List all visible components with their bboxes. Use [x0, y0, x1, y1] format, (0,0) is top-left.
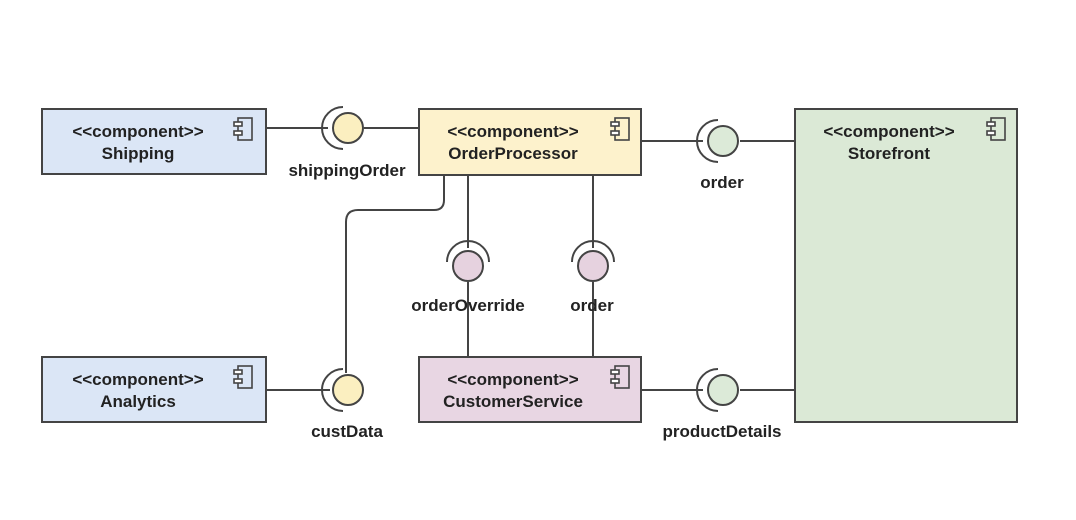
component-name: Analytics: [100, 392, 176, 411]
interface-shippingorder[interactable]: shippingOrder: [288, 106, 406, 180]
component-stereotype: <<component>>: [447, 122, 578, 141]
component-icon: [610, 365, 630, 389]
component-box: [418, 108, 642, 176]
component-icon: [233, 117, 253, 141]
interface-custdata[interactable]: custData: [311, 368, 383, 441]
ball-icon: [577, 250, 609, 282]
component-icon: [233, 365, 253, 389]
interface-productdetails[interactable]: productDetails: [662, 368, 782, 441]
component-storefront[interactable]: <<component>> Storefront: [794, 108, 1018, 423]
ball-icon: [707, 374, 739, 406]
socket-icon: [571, 240, 615, 263]
interface-order-mid[interactable]: order: [570, 240, 615, 315]
connector-orderprocessor-to-custdata: [345, 175, 445, 373]
socket-icon: [446, 240, 490, 263]
component-orderprocessor[interactable]: <<component>> OrderProcessor: [418, 108, 642, 176]
socket-icon: [321, 368, 344, 412]
component-stereotype: <<component>>: [447, 370, 578, 389]
component-box: [41, 108, 267, 175]
socket-icon: [696, 368, 719, 412]
component-analytics[interactable]: <<component>> Analytics: [41, 356, 267, 423]
component-name: Shipping: [102, 144, 175, 163]
component-icon: [610, 117, 630, 141]
component-name: OrderProcessor: [448, 144, 578, 163]
component-stereotype: <<component>>: [72, 122, 203, 141]
component-name: CustomerService: [443, 392, 583, 411]
interface-orderoverride[interactable]: orderOverride: [411, 240, 525, 315]
ball-icon: [332, 374, 364, 406]
ball-icon: [707, 125, 739, 157]
interface-label: custData: [311, 422, 383, 441]
interface-order-top[interactable]: order: [696, 119, 744, 192]
component-shipping[interactable]: <<component>> Shipping: [41, 108, 267, 175]
interface-label: orderOverride: [411, 296, 524, 315]
socket-icon: [321, 106, 344, 150]
component-box: [418, 356, 642, 423]
component-box: [794, 108, 1018, 423]
component-icon: [986, 117, 1006, 141]
component-box: [41, 356, 267, 423]
interface-label: productDetails: [662, 422, 781, 441]
interface-label: order: [700, 173, 744, 192]
ball-icon: [332, 112, 364, 144]
interface-label: order: [570, 296, 614, 315]
component-name: Storefront: [848, 144, 931, 163]
connectors: [266, 127, 795, 391]
component-stereotype: <<component>>: [823, 122, 954, 141]
interface-label: shippingOrder: [288, 161, 406, 180]
component-stereotype: <<component>>: [72, 370, 203, 389]
ball-icon: [452, 250, 484, 282]
component-customerservice[interactable]: <<component>> CustomerService: [418, 356, 642, 423]
socket-icon: [696, 119, 719, 163]
